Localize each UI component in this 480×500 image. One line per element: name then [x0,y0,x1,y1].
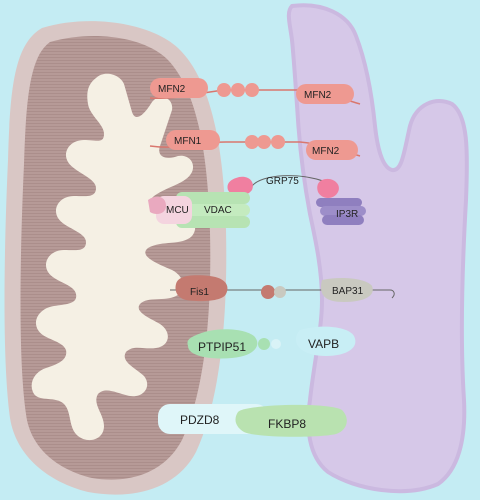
pdzd8-fkbp8-complex: PDZD8 FKBP8 [158,404,347,437]
endoplasmic-reticulum [286,3,469,494]
grp75-right-lobe [317,178,339,198]
ip3r-channel [316,198,362,207]
fis1-protein [175,275,228,302]
label-mcu: MCU [166,205,189,216]
vapb-protein [296,326,356,356]
mfn1-mfn2-tether: MFN1 MFN2 [149,130,361,160]
label-fis1: Fis1 [190,287,209,298]
bap31-protein [320,278,373,302]
label-mfn2-right-mid: MFN2 [312,146,340,157]
mfn2-right-protein [296,84,354,104]
label-vdac: VDAC [204,205,232,216]
mfn2-mfn2-tether: MFN2 MFN2 [149,78,361,105]
cristae [31,73,196,441]
label-bap31: BAP31 [332,286,364,297]
vdac-channel [176,192,250,204]
label-mfn1: MFN1 [174,136,202,147]
fkbp8-protein [235,404,347,437]
label-fkbp8: FKBP8 [268,417,306,431]
grp75-left-lobe [227,176,253,196]
label-mfn2-left: MFN2 [158,84,186,95]
mfn2-mid-protein [306,140,358,160]
label-ptpip51: PTPIP51 [198,340,246,354]
ptpip51-vapb-tether: PTPIP51 VAPB [187,326,356,359]
label-grp75: GRP75 [266,176,299,187]
mfn1-protein [166,130,220,150]
fis1-bap31-tether: Fis1 BAP31 [170,275,395,302]
label-mfn2-right-top: MFN2 [304,90,332,101]
label-pdzd8: PDZD8 [180,413,220,427]
label-ip3r: IP3R [336,209,358,220]
ip3r-grp75-vdac-complex: GRP75 MCU VDAC IP3R [148,175,366,228]
ptpip51-protein [187,329,258,359]
mfn2-left-protein [150,78,208,98]
label-vapb: VAPB [308,337,339,351]
